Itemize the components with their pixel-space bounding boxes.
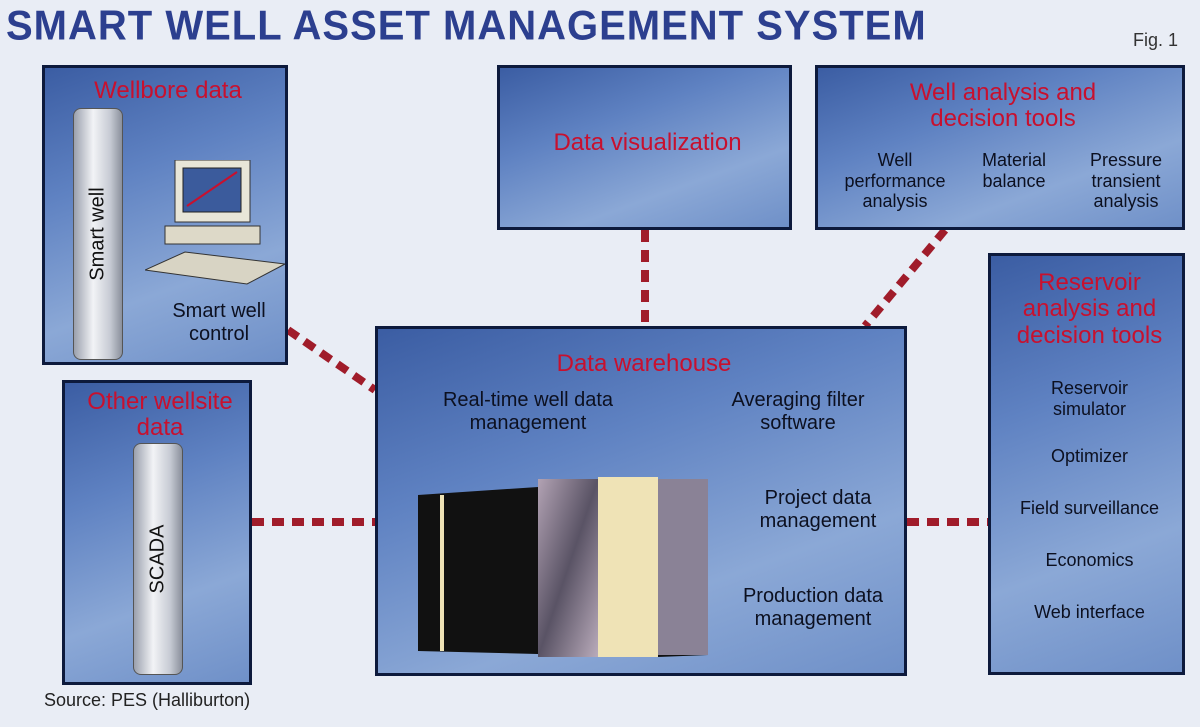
data-warehouse-panel: Data warehouse Real-time well data manag… xyxy=(375,326,907,676)
scada-label: SCADA xyxy=(146,524,169,594)
server-cabinet-icon xyxy=(408,471,708,661)
smart-well-label: Smart well xyxy=(86,187,109,281)
well-analysis-item: Material balance xyxy=(981,150,1047,191)
reservoir-item: Economics xyxy=(1045,550,1134,570)
wellbore-data-title: Wellbore data xyxy=(94,77,242,104)
warehouse-item: Averaging filter software xyxy=(731,389,865,434)
well-analysis-panel: Well analysis and decision tools Well pe… xyxy=(815,65,1185,230)
smart-well-column: Smart well xyxy=(73,108,123,360)
other-wellsite-data-title: Other wellsite data xyxy=(87,388,233,442)
connector-wellbore xyxy=(285,326,378,394)
scada-column: SCADA xyxy=(133,443,183,675)
connector-well-tools xyxy=(861,227,949,329)
reservoir-item: Field surveillance xyxy=(1019,498,1160,518)
reservoir-analysis-panel: Reservoir analysis and decision tools Re… xyxy=(988,253,1185,675)
data-warehouse-title: Data warehouse xyxy=(556,350,732,377)
well-analysis-item: Pressure transient analysis xyxy=(1089,150,1163,212)
figure-title: Smart well asset management system xyxy=(6,2,927,50)
source-note: Source: PES (Halliburton) xyxy=(44,690,251,710)
reservoir-analysis-title: Reservoir analysis and decision tools xyxy=(1016,269,1163,349)
warehouse-item: Real-time well data management xyxy=(442,389,614,434)
figure-number: Fig. 1 xyxy=(1132,30,1178,50)
smart-well-control-label: Smart well control xyxy=(172,300,266,345)
well-analysis-title: Well analysis and decision tools xyxy=(909,79,1097,133)
computer-icon xyxy=(145,160,285,290)
reservoir-item: Optimizer xyxy=(1050,446,1128,466)
reservoir-item: Web interface xyxy=(1034,602,1145,622)
reservoir-item: Reservoir simulator xyxy=(1050,378,1129,419)
data-visualization-panel: Data visualization xyxy=(497,65,792,230)
wellbore-data-panel: Wellbore data Smart well Smart well cont… xyxy=(42,65,288,365)
warehouse-item: Project data management xyxy=(759,487,877,532)
other-wellsite-data-panel: Other wellsite data SCADA xyxy=(62,380,252,685)
data-visualization-title: Data visualization xyxy=(553,129,742,156)
well-analysis-item: Well performance analysis xyxy=(844,150,946,212)
warehouse-item: Production data management xyxy=(742,585,884,630)
